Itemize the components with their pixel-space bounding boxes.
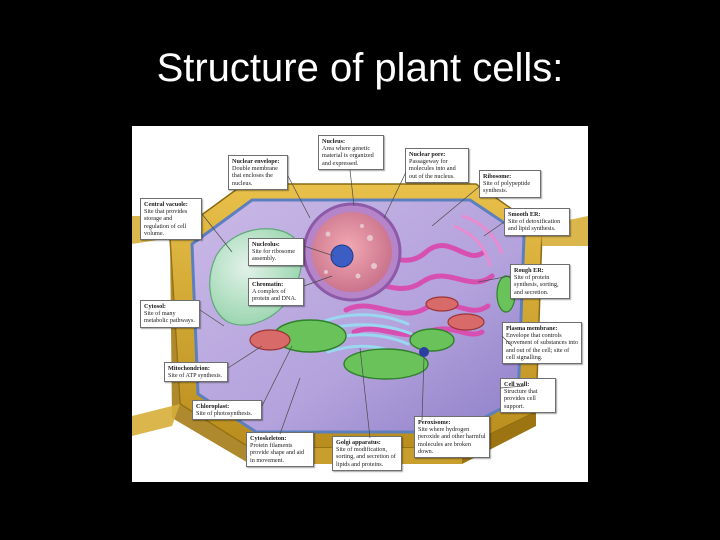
callout-cytoskeleton: Cytoskeleton: Protein filaments provide … <box>246 432 314 467</box>
callout-rough-er: Rough ER: Site of protein synthesis, sor… <box>510 264 570 299</box>
callout-title: Smooth ER: <box>508 211 566 218</box>
callout-title: Peroxisome: <box>418 419 486 426</box>
peroxisome <box>419 347 429 357</box>
callout-title: Central vacuole: <box>144 201 198 208</box>
callout-golgi-apparatus: Golgi apparatus: Site of modification, s… <box>332 436 402 471</box>
callout-title: Chromatin: <box>252 281 300 288</box>
callout-nucleolus: Nucleolus: Site for ribosome assembly. <box>248 238 304 266</box>
callout-desc: Protein filaments provide shape and aid … <box>250 442 310 464</box>
callout-desc: Site of modification, sorting, and secre… <box>336 446 398 468</box>
callout-desc: Site of detoxification and lipid synthes… <box>508 218 566 232</box>
slide-title: Structure of plant cells: <box>0 40 720 96</box>
callout-title: Golgi apparatus: <box>336 439 398 446</box>
nucleolus <box>331 245 353 267</box>
callout-central-vacuole: Central vacuole: Site that provides stor… <box>140 198 202 240</box>
callout-smooth-er: Smooth ER: Site of detoxification and li… <box>504 208 570 236</box>
callout-desc: Site of ATP synthesis. <box>168 372 224 379</box>
callout-desc: Site that provides storage and regulatio… <box>144 208 198 237</box>
callout-chloroplast: Chloroplast: Site of photosynthesis. <box>192 400 262 420</box>
plant-cell-diagram: Nucleus: Area where genetic material is … <box>132 126 588 482</box>
callout-desc: Area where genetic material is organized… <box>322 145 380 167</box>
callout-title: Rough ER: <box>514 267 566 274</box>
callout-desc: Structure that provides cell support. <box>504 388 552 410</box>
callout-desc: A complex of protein and DNA. <box>252 288 300 302</box>
callout-desc: Envelope that controls movement of subst… <box>506 332 578 361</box>
callout-nuclear-pore: Nuclear pore: Passageway for molecules i… <box>405 148 469 183</box>
callout-desc: Site where hydrogen peroxide and other h… <box>418 426 486 455</box>
callout-desc: Passageway for molecules into and out of… <box>409 158 465 180</box>
callout-title: Nucleus: <box>322 138 380 145</box>
callout-cytosol: Cytosol: Site of many metabolic pathways… <box>140 300 200 328</box>
callout-desc: Double membrane that encloses the nucleu… <box>232 165 284 187</box>
callout-title: Nucleolus: <box>252 241 300 248</box>
callout-ribosome: Ribosome: Site of polypeptide synthesis. <box>479 170 541 198</box>
callout-desc: Site of many metabolic pathways. <box>144 310 196 324</box>
callout-plasma-membrane: Plasma membrane: Envelope that controls … <box>502 322 582 364</box>
callout-desc: Site of protein synthesis, sorting, and … <box>514 274 566 296</box>
callout-title: Cytoskeleton: <box>250 435 310 442</box>
callout-desc: Site for ribosome assembly. <box>252 248 300 262</box>
callout-desc: Site of photosynthesis. <box>196 410 258 417</box>
callout-desc: Site of polypeptide synthesis. <box>483 180 537 194</box>
callout-title: Cytosol: <box>144 303 196 310</box>
callout-chromatin: Chromatin: A complex of protein and DNA. <box>248 278 304 306</box>
callout-title: Nuclear pore: <box>409 151 465 158</box>
callout-mitochondrion: Mitochondrion: Site of ATP synthesis. <box>164 362 228 382</box>
callout-title: Chloroplast: <box>196 403 258 410</box>
callout-title: Cell wall: <box>504 381 552 388</box>
callout-nucleus: Nucleus: Area where genetic material is … <box>318 135 384 170</box>
callout-title: Nuclear envelope: <box>232 158 284 165</box>
callout-title: Ribosome: <box>483 173 537 180</box>
callout-title: Mitochondrion: <box>168 365 224 372</box>
callout-peroxisome: Peroxisome: Site where hydrogen peroxide… <box>414 416 490 458</box>
callout-title: Plasma membrane: <box>506 325 578 332</box>
nucleus <box>304 204 400 300</box>
callout-nuclear-envelope: Nuclear envelope: Double membrane that e… <box>228 155 288 190</box>
callout-cell-wall: Cell wall: Structure that provides cell … <box>500 378 556 413</box>
